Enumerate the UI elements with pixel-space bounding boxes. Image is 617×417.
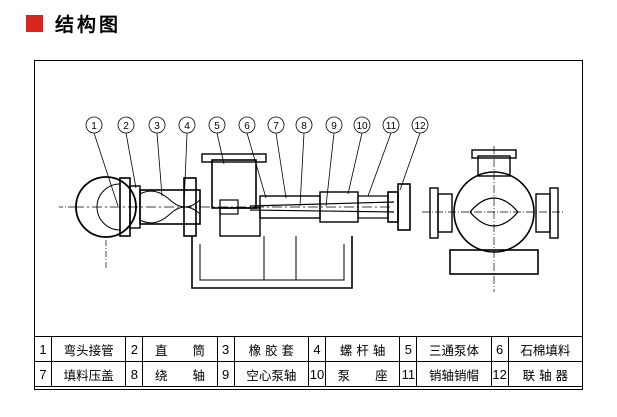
part-name: 泵 座: [324, 361, 401, 387]
part-name: 填料压盖: [50, 361, 127, 387]
callout-12: 12: [414, 121, 426, 132]
tee-casing: [201, 153, 267, 237]
part-name: 空心泵轴: [233, 361, 309, 387]
callout-11: 11: [386, 121, 397, 132]
heading-square-icon: [26, 14, 43, 32]
callout-numbers: 1 2 3 4 5 6 7 8 9 10 11 12: [91, 121, 426, 132]
part-number: 8: [125, 361, 144, 387]
part-number: 7: [34, 361, 52, 387]
part-number: 1: [34, 336, 52, 362]
callout-2: 2: [123, 121, 129, 132]
section-heading: 结构图: [26, 10, 121, 36]
callout-6: 6: [244, 121, 250, 132]
part-number: 6: [490, 336, 509, 362]
end-view: [422, 146, 564, 292]
callout-5: 5: [214, 121, 220, 132]
part-number: 4: [307, 336, 326, 362]
table-row: 1 弯头接管 2 直 筒 3 橡 胶 套 4 螺 杆 轴 5 三通泵体 6 石棉…: [34, 336, 584, 362]
parts-legend-table: 1 弯头接管 2 直 筒 3 橡 胶 套 4 螺 杆 轴 5 三通泵体 6 石棉…: [34, 336, 584, 387]
elbow-inlet: [59, 176, 137, 268]
drawing-frame: [34, 60, 583, 390]
callout-4: 4: [184, 121, 190, 132]
part-name: 石棉填料: [507, 336, 584, 362]
part-number: 9: [216, 361, 235, 387]
part-name: 联 轴 器: [507, 361, 584, 387]
part-name: 直 筒: [142, 336, 218, 362]
part-name: 三通泵体: [416, 336, 492, 362]
part-number: 3: [216, 336, 235, 362]
pump-base: [191, 236, 353, 289]
part-number: 5: [399, 336, 418, 362]
part-name: 螺 杆 轴: [324, 336, 401, 362]
part-number: 2: [125, 336, 144, 362]
table-row: 7 填料压盖 8 绕 轴 9 空心泵轴 10 泵 座 11 销轴销帽 12 联 …: [34, 361, 584, 387]
callout-7: 7: [273, 121, 279, 132]
heading-title: 结构图: [55, 13, 122, 36]
part-name: 橡 胶 套: [233, 336, 309, 362]
part-name: 销轴销帽: [416, 361, 492, 387]
part-name: 绕 轴: [142, 361, 218, 387]
pump-structure-drawing: 1 2 3 4 5 6 7 8 9 10 11 12: [59, 116, 564, 292]
callout-balloons: [85, 116, 429, 207]
callout-3: 3: [154, 121, 160, 132]
part-number: 10: [307, 361, 326, 387]
part-number: 12: [490, 361, 509, 387]
callout-10: 10: [356, 121, 368, 132]
part-number: 11: [399, 361, 418, 387]
callout-1: 1: [91, 121, 97, 132]
coupling: [387, 183, 411, 231]
part-name: 弯头接管: [50, 336, 127, 362]
callout-9: 9: [331, 121, 337, 132]
packing-and-gland: [249, 191, 395, 223]
callout-8: 8: [301, 121, 307, 132]
